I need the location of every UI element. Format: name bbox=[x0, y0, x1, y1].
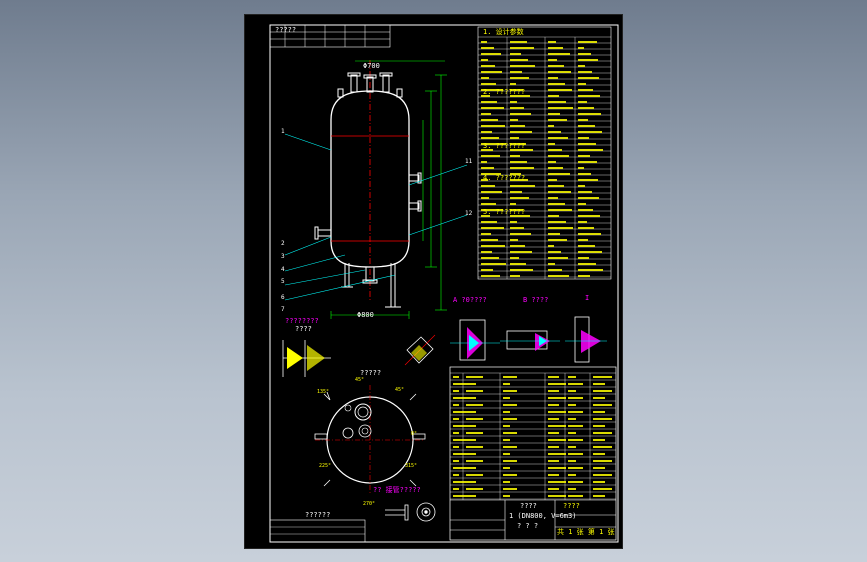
sheet-info: 共 1 张 第 1 张 bbox=[557, 528, 615, 536]
bottom-left-note: ?????? bbox=[305, 511, 331, 519]
title-block-name: ???? bbox=[520, 502, 537, 510]
svg-text:2: 2 bbox=[281, 240, 285, 247]
detail-view-b bbox=[500, 330, 560, 351]
svg-text:1: 1 bbox=[281, 128, 285, 135]
svg-text:45°: 45° bbox=[395, 387, 404, 393]
title-block-subtitle: ? ? ? bbox=[517, 522, 539, 530]
plan-view-title: ????? bbox=[360, 369, 382, 377]
svg-text:225°: 225° bbox=[319, 463, 331, 469]
svg-text:7: 7 bbox=[281, 306, 285, 313]
svg-text:270°: 270° bbox=[363, 501, 375, 507]
design-data-heading: 1. 设计参数 bbox=[483, 28, 524, 36]
title-block bbox=[450, 499, 616, 540]
plan-view bbox=[314, 385, 426, 495]
svg-text:135°: 135° bbox=[317, 389, 329, 395]
svg-text:3: 3 bbox=[281, 253, 285, 260]
svg-text:6: 6 bbox=[281, 294, 285, 301]
svg-text:0°: 0° bbox=[411, 431, 417, 437]
flange-detail bbox=[385, 502, 436, 522]
leader-lines bbox=[284, 133, 468, 301]
detail-view-a bbox=[450, 319, 500, 361]
top-nozzles bbox=[337, 72, 403, 98]
section-c-heading: 4. ??????? bbox=[483, 174, 526, 182]
dimension-base: Φ700 bbox=[363, 62, 380, 70]
design-data-table bbox=[477, 26, 612, 280]
view-i-label: I bbox=[585, 294, 590, 302]
section-a-heading: 2. ??????? bbox=[483, 88, 526, 96]
top-left-stamp: ????? bbox=[275, 26, 297, 34]
parts-list bbox=[449, 366, 617, 541]
nozzle-detail bbox=[404, 334, 436, 366]
dimension-lines bbox=[330, 60, 447, 319]
weld-detail bbox=[282, 340, 331, 377]
weld-detail-title: ???????? bbox=[285, 317, 319, 325]
svg-text:12: 12 bbox=[465, 210, 473, 217]
view-a-label: A ?0???? bbox=[453, 296, 487, 304]
detail-view-i bbox=[565, 316, 607, 363]
view-b-label: B ???? bbox=[523, 296, 549, 304]
drawing-frame bbox=[269, 24, 619, 543]
section-d-heading: 5. ??????? bbox=[483, 208, 526, 216]
support-legs bbox=[341, 263, 401, 308]
dimension-width: Φ800 bbox=[357, 311, 374, 319]
svg-text:45°: 45° bbox=[355, 377, 364, 383]
svg-text:5: 5 bbox=[281, 278, 285, 285]
title-block-spec: 1 (DN800, V=6m3) bbox=[509, 512, 577, 520]
weld-detail-subtitle: ???? bbox=[295, 325, 312, 333]
svg-text:11: 11 bbox=[465, 158, 473, 165]
svg-text:315°: 315° bbox=[405, 463, 417, 469]
nozzle-detail-title: ?? 接管????? bbox=[373, 486, 421, 494]
svg-text:4: 4 bbox=[281, 266, 285, 273]
drawing-number: ???? bbox=[563, 502, 580, 510]
section-b-heading: 3. ??????? bbox=[483, 142, 526, 150]
